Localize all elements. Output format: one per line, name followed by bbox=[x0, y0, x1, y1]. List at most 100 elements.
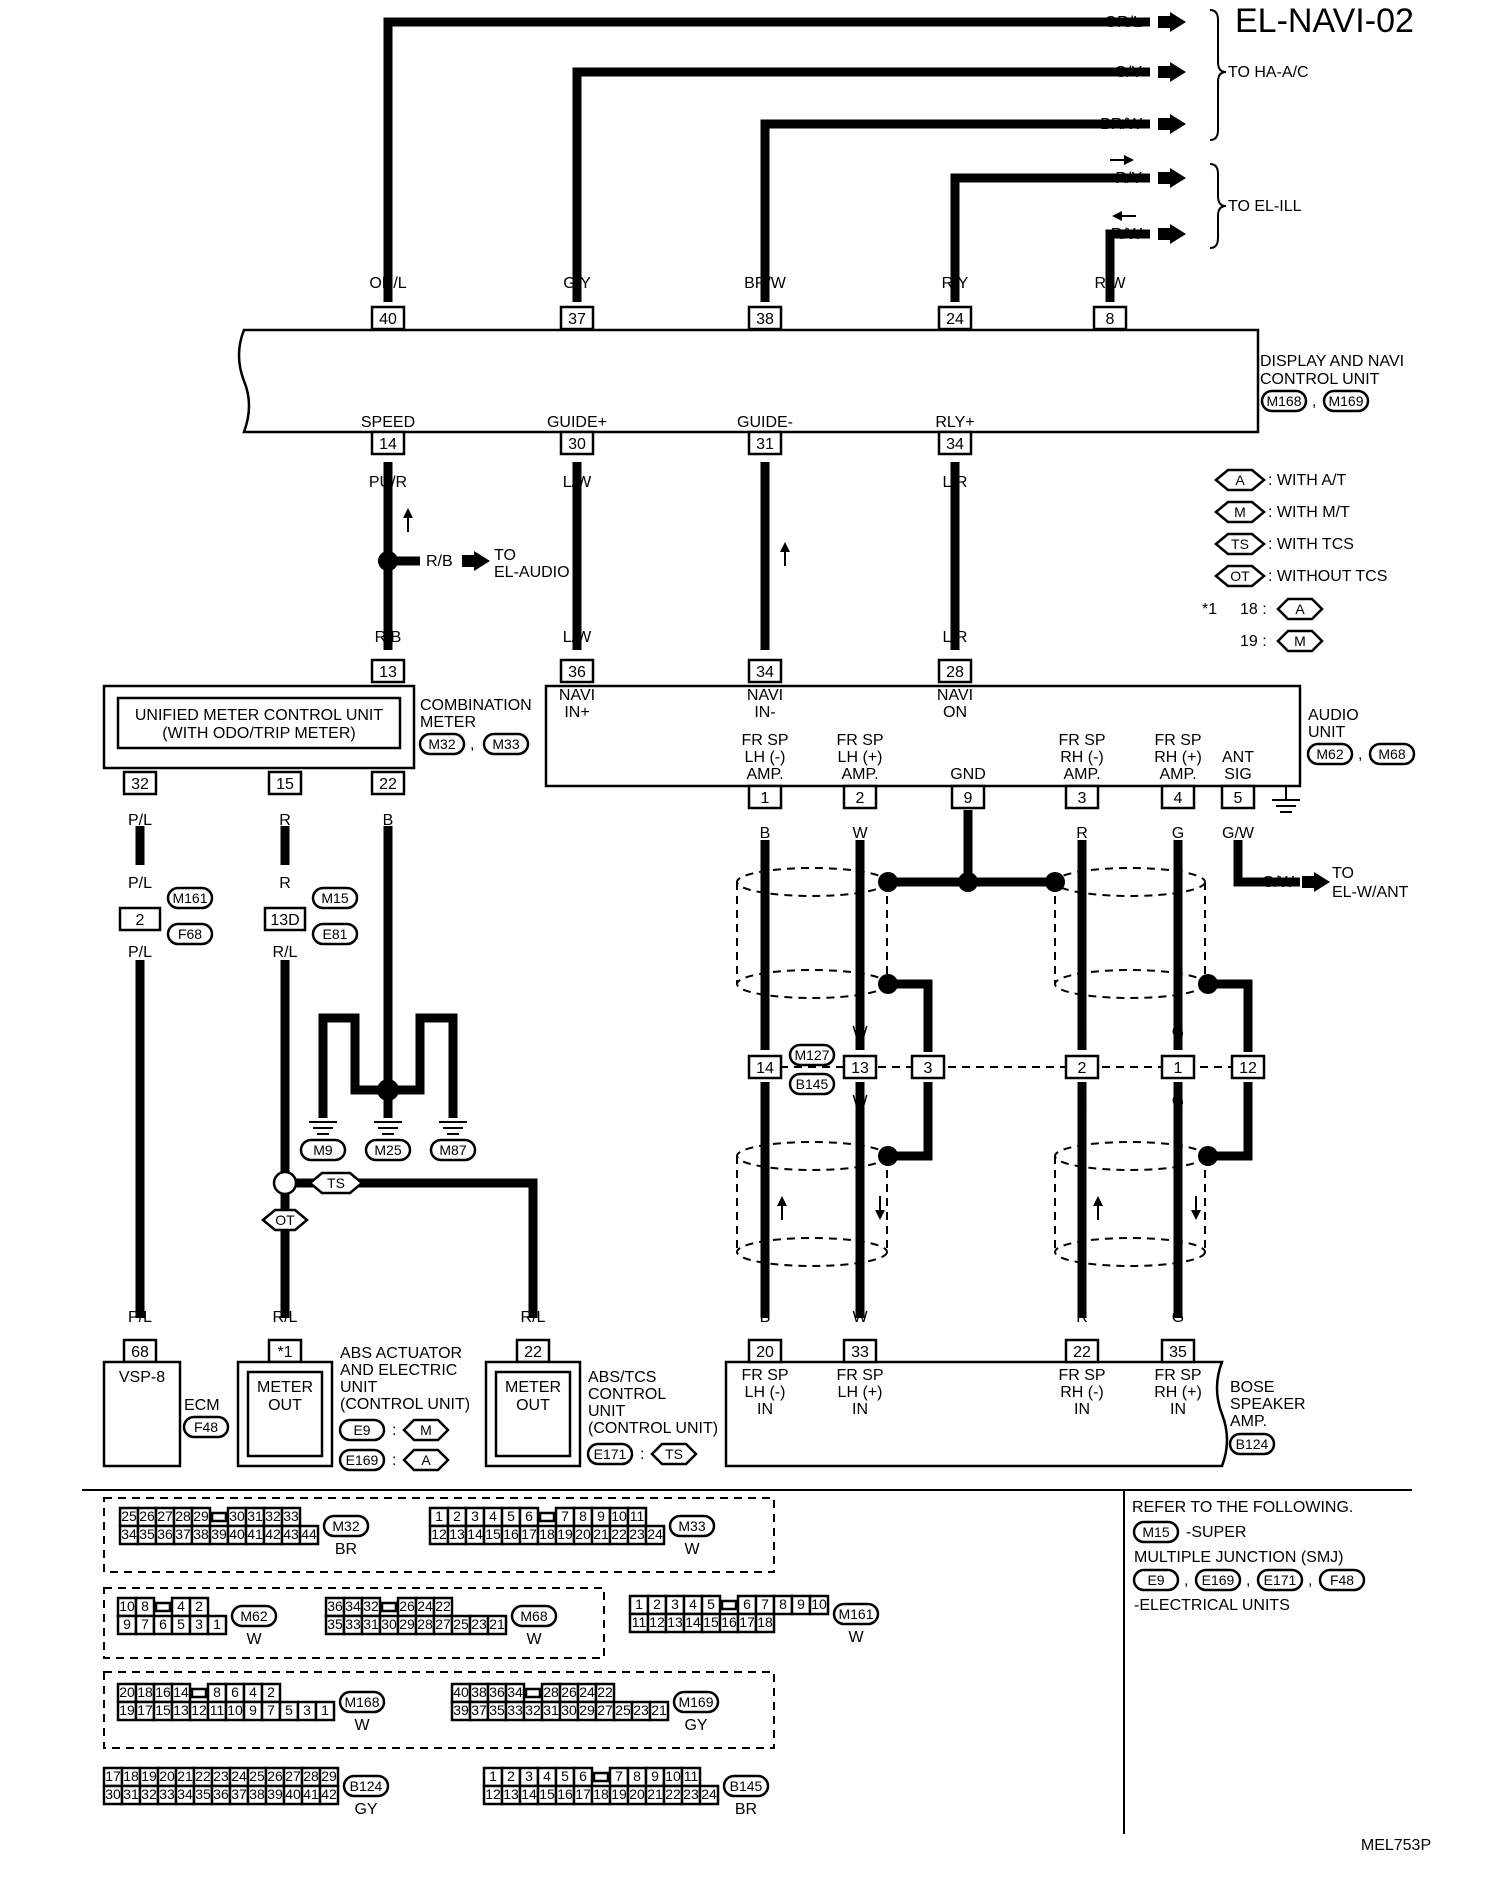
pin-name: AMP. bbox=[1063, 766, 1100, 783]
pin-box: 30 bbox=[559, 430, 595, 456]
pin-wire-color: P/L bbox=[128, 944, 152, 961]
pin-box: 22 bbox=[515, 1338, 551, 1364]
svg-text:7: 7 bbox=[615, 1768, 623, 1784]
splice-dot bbox=[958, 872, 978, 892]
svg-text:36: 36 bbox=[327, 1598, 343, 1614]
pin-name: IN bbox=[852, 1401, 868, 1418]
meter-inner-1: UNIFIED METER CONTROL UNIT bbox=[135, 707, 384, 724]
pin-name: FR SP bbox=[836, 732, 883, 749]
display-unit-label-1: DISPLAY AND NAVI bbox=[1260, 353, 1404, 370]
svg-text:3: 3 bbox=[671, 1596, 679, 1612]
pin-box: 13 bbox=[842, 1054, 878, 1080]
svg-text:M161: M161 bbox=[838, 1606, 873, 1622]
svg-text:30: 30 bbox=[381, 1616, 397, 1632]
svg-text:21: 21 bbox=[489, 1616, 505, 1632]
svg-text:18: 18 bbox=[123, 1768, 139, 1784]
svg-text:22: 22 bbox=[665, 1786, 681, 1802]
svg-text:REFER TO THE FOLLOWING.: REFER TO THE FOLLOWING. bbox=[1132, 1499, 1353, 1516]
svg-text:25: 25 bbox=[615, 1702, 631, 1718]
svg-text:31: 31 bbox=[363, 1616, 379, 1632]
svg-text::: : bbox=[640, 1446, 644, 1463]
pin-box: 34 bbox=[747, 658, 783, 684]
pin-box: 5 bbox=[1220, 784, 1256, 810]
svg-text:22: 22 bbox=[435, 1598, 451, 1614]
joint-connector-id: F68 bbox=[166, 922, 214, 946]
svg-text:2: 2 bbox=[195, 1598, 203, 1614]
svg-text:32: 32 bbox=[363, 1598, 379, 1614]
pin-wire-color: L/W bbox=[563, 629, 592, 646]
svg-text:26: 26 bbox=[399, 1598, 415, 1614]
audio-label-2: UNIT bbox=[1308, 724, 1346, 741]
svg-text:M169: M169 bbox=[678, 1694, 713, 1710]
connector-group-outline bbox=[103, 1587, 605, 1659]
svg-text:20: 20 bbox=[119, 1684, 135, 1700]
svg-text:24: 24 bbox=[417, 1598, 433, 1614]
pin-name: RLY+ bbox=[935, 414, 974, 431]
svg-text:21: 21 bbox=[177, 1768, 193, 1784]
svg-text:40: 40 bbox=[229, 1526, 245, 1542]
svg-text:W: W bbox=[684, 1541, 700, 1558]
combination-connectors: M32 , M33 bbox=[418, 732, 530, 756]
svg-text:OT: OT bbox=[275, 1212, 295, 1228]
svg-text:: WITH M/T: : WITH M/T bbox=[1268, 504, 1350, 521]
svg-text:23: 23 bbox=[471, 1616, 487, 1632]
middle-connector-ids: M127 B145 bbox=[788, 1043, 836, 1096]
pin-name: GUIDE- bbox=[737, 414, 793, 431]
svg-text:16: 16 bbox=[503, 1526, 519, 1542]
svg-text:BR: BR bbox=[735, 1801, 757, 1818]
svg-text:36: 36 bbox=[489, 1684, 505, 1700]
svg-text:22: 22 bbox=[597, 1684, 613, 1700]
pin-name: GND bbox=[950, 766, 986, 783]
pin-name: NAVI bbox=[937, 687, 973, 704]
pin-name: IN bbox=[757, 1401, 773, 1418]
svg-text:44: 44 bbox=[301, 1526, 317, 1542]
svg-text:2: 2 bbox=[507, 1768, 515, 1784]
svg-text:34: 34 bbox=[177, 1786, 193, 1802]
svg-text:33: 33 bbox=[159, 1786, 175, 1802]
svg-text:24: 24 bbox=[701, 1786, 717, 1802]
svg-text:27: 27 bbox=[157, 1508, 173, 1524]
pin-name: LH (+) bbox=[838, 1384, 883, 1401]
svg-text:14: 14 bbox=[173, 1684, 189, 1700]
svg-text:39: 39 bbox=[211, 1526, 227, 1542]
pin-name: IN bbox=[1170, 1401, 1186, 1418]
svg-text:1: 1 bbox=[635, 1596, 643, 1612]
ground-harness bbox=[318, 1013, 458, 1118]
svg-text:12: 12 bbox=[485, 1786, 501, 1802]
joint-connector-id: E81 bbox=[311, 922, 359, 946]
pin-name: FR SP bbox=[1154, 732, 1201, 749]
joint-connector-id: M161 bbox=[166, 886, 214, 910]
svg-text:7: 7 bbox=[141, 1616, 149, 1632]
svg-text:21: 21 bbox=[647, 1786, 663, 1802]
svg-text:33: 33 bbox=[345, 1616, 361, 1632]
audio-unit-box bbox=[544, 684, 1302, 788]
svg-text:5: 5 bbox=[177, 1616, 185, 1632]
svg-text:34: 34 bbox=[946, 436, 964, 453]
svg-text:13: 13 bbox=[667, 1614, 683, 1630]
svg-text:M68: M68 bbox=[520, 1608, 547, 1624]
ground-color: B bbox=[318, 1044, 329, 1061]
svg-text:37: 37 bbox=[568, 311, 586, 328]
dest-ha-ac: TO HA-A/C bbox=[1228, 64, 1309, 81]
mid-color: W bbox=[852, 1024, 868, 1041]
pin-name: FR SP bbox=[1154, 1367, 1201, 1384]
svg-text::: : bbox=[392, 1422, 396, 1439]
pin-box: 13D bbox=[263, 906, 307, 932]
svg-text:,: , bbox=[1358, 746, 1362, 763]
svg-text:1: 1 bbox=[213, 1616, 221, 1632]
svg-text:8: 8 bbox=[213, 1684, 221, 1700]
svg-text:26: 26 bbox=[267, 1768, 283, 1784]
ground-icon bbox=[1272, 786, 1300, 813]
svg-text:16: 16 bbox=[557, 1786, 573, 1802]
pin-wire-color: R/L bbox=[273, 944, 298, 961]
svg-text:W: W bbox=[848, 1629, 864, 1646]
ecm-box bbox=[102, 1360, 182, 1468]
pin-box: 12 bbox=[1230, 1054, 1266, 1080]
pin-box: 2 bbox=[1064, 1054, 1100, 1080]
joint-connector-id: M15 bbox=[311, 886, 359, 910]
svg-text:: WITH TCS: : WITH TCS bbox=[1268, 536, 1354, 553]
wire-r-l-tcs bbox=[296, 1178, 538, 1318]
